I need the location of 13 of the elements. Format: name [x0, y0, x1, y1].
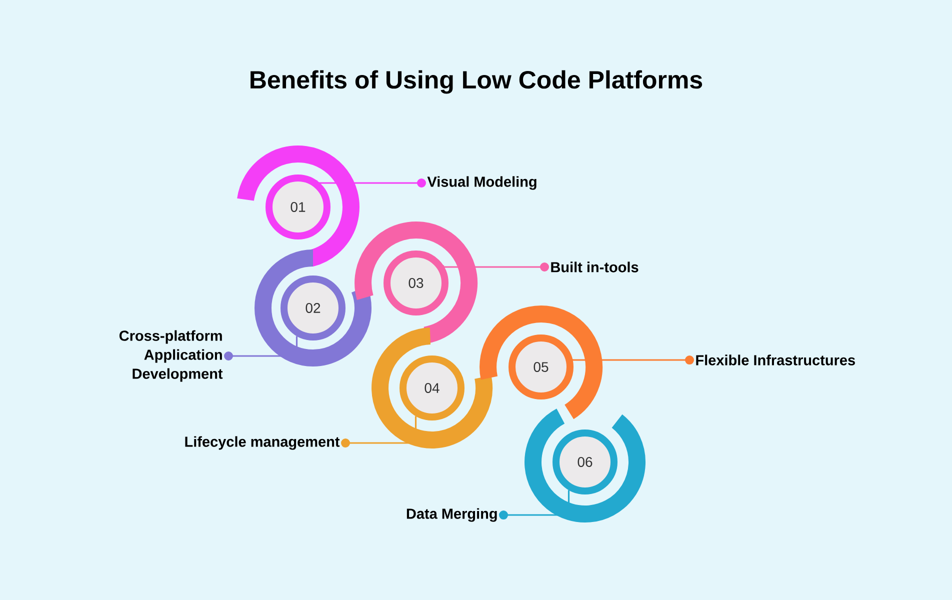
benefit-label: Cross-platform Application Development [119, 330, 223, 382]
leader-line [499, 490, 570, 520]
leader-line [341, 416, 417, 448]
leader-line [316, 178, 426, 188]
leader-line [224, 336, 298, 360]
benefit-label: Flexible Infrastructures [696, 354, 855, 366]
benefit-label: Data Merging [406, 508, 497, 522]
benefit-label: Visual Modeling [427, 176, 536, 190]
title: Benefits of Using Low Code Platforms [250, 70, 702, 94]
leader-line [442, 262, 549, 272]
benefit-label: Lifecycle management [185, 436, 340, 450]
leader-line [572, 356, 694, 364]
benefit-label: Built in-tools [551, 262, 638, 272]
